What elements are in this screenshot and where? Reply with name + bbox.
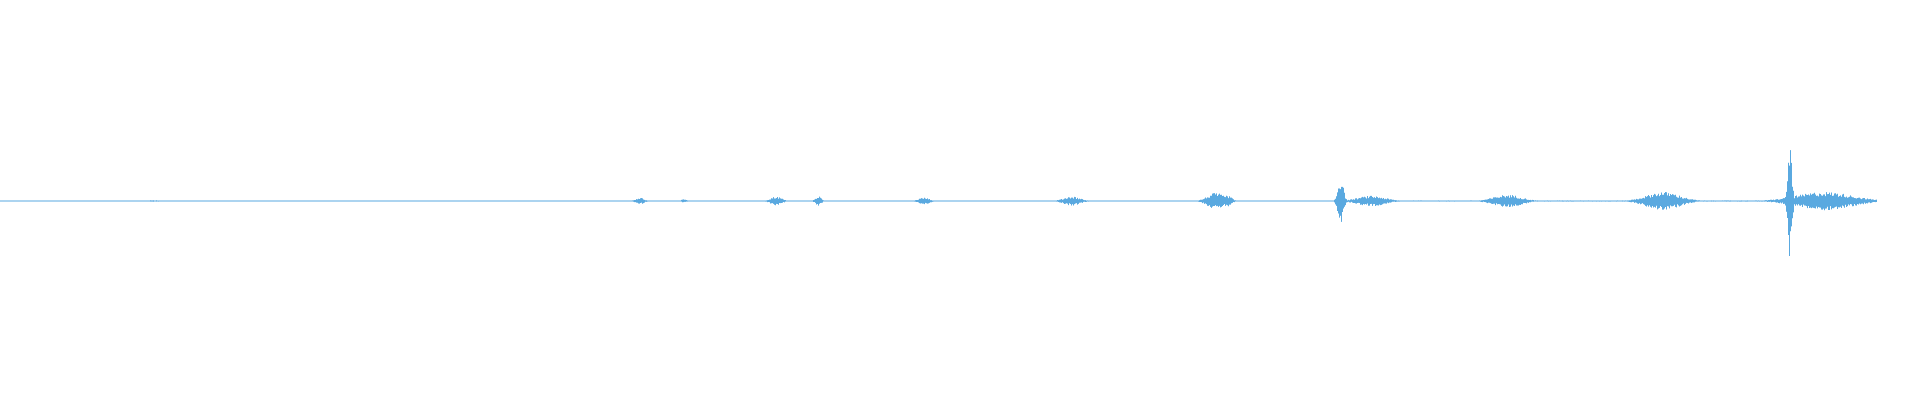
- waveform-trace: [0, 150, 1877, 256]
- waveform-samples: [0, 150, 1877, 256]
